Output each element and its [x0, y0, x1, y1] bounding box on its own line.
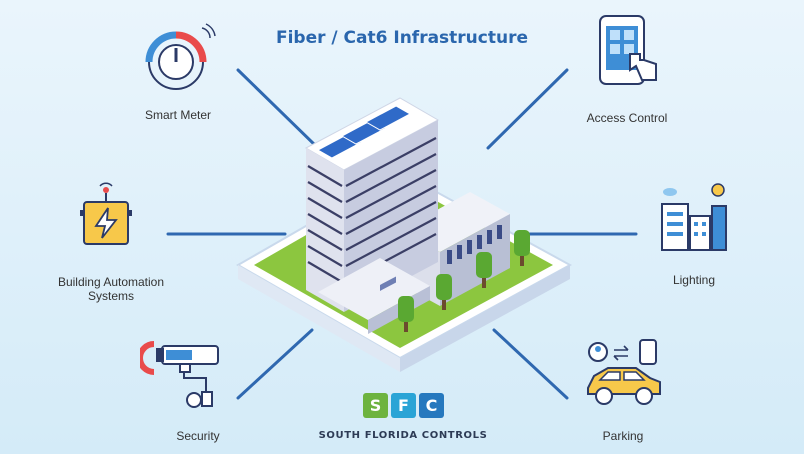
- logo-letter-s: S: [363, 393, 388, 418]
- connector-security: [236, 328, 314, 400]
- node-label-security: Security: [176, 429, 220, 443]
- node-label-access-control: Access Control: [586, 111, 668, 125]
- node-label-lighting: Lighting: [672, 273, 716, 287]
- logo-letter-f: F: [391, 393, 416, 418]
- building-illustration: [235, 97, 573, 372]
- parking-icon: [587, 339, 661, 405]
- lighting-icon: [661, 183, 727, 251]
- node-label-building-automation: Building Automation Systems: [57, 275, 165, 303]
- smart-meter-icon: [145, 23, 216, 90]
- security-camera-icon: [140, 341, 219, 408]
- diagram-title: Fiber / Cat6 Infrastructure: [275, 28, 529, 48]
- trees: [398, 230, 530, 332]
- connector-access-control: [486, 68, 569, 150]
- logo-letter-c: C: [419, 393, 444, 418]
- sfc-logo: S F C SOUTH FLORIDA CONTROLS: [319, 393, 487, 447]
- logo-tagline: SOUTH FLORIDA CONTROLS: [318, 430, 488, 441]
- node-label-smart-meter: Smart Meter: [144, 108, 211, 122]
- node-label-parking: Parking: [602, 429, 644, 443]
- connector-lines: [166, 68, 638, 400]
- access-control-icon: [599, 15, 657, 85]
- building-automation-icon: [80, 182, 132, 245]
- connector-parking: [492, 328, 569, 400]
- connector-smart-meter: [236, 68, 320, 150]
